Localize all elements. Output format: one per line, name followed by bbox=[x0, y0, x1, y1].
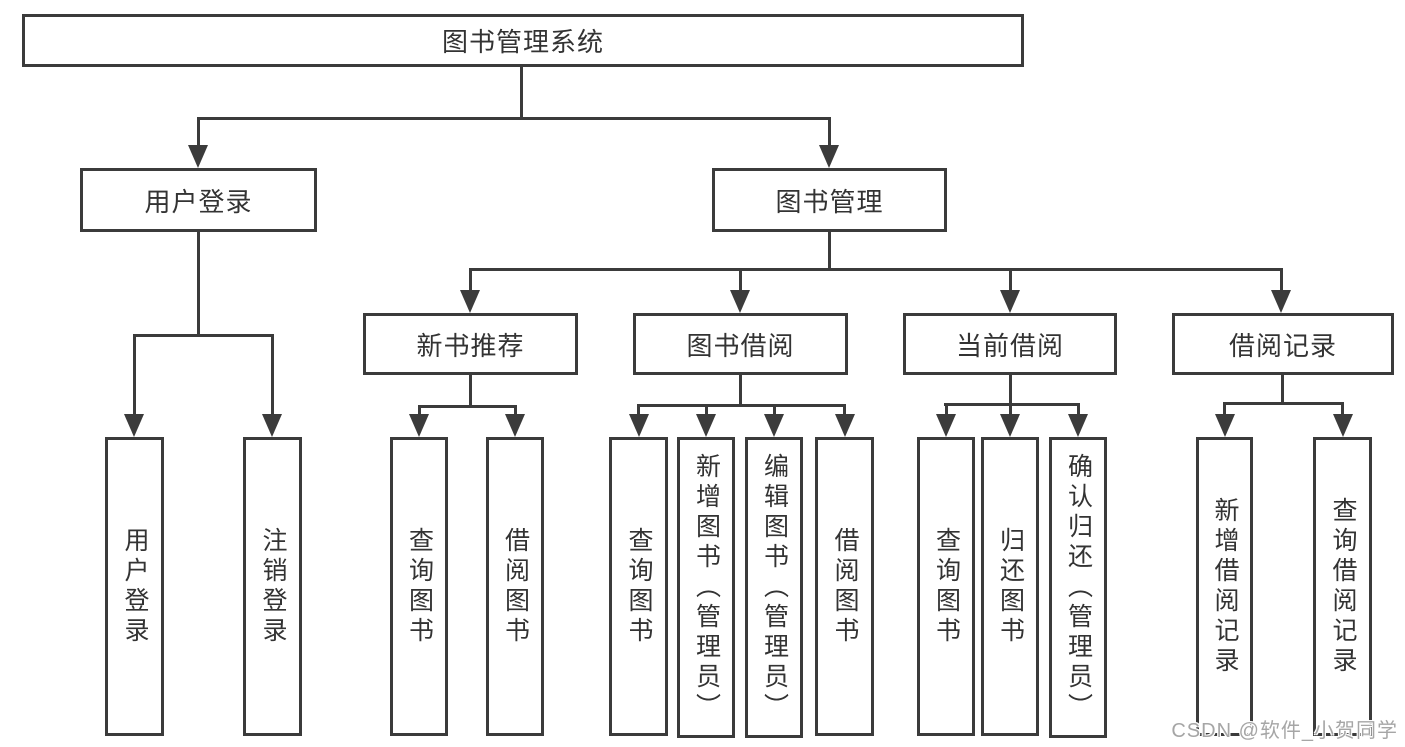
connector-records-vline-2 bbox=[1341, 402, 1344, 418]
connector-borrow-vline-3 bbox=[773, 404, 776, 418]
leaf-borrow-add-books-admin: 新增图书（管理员） bbox=[677, 437, 735, 738]
leaf-borrow-edit-books-admin: 编辑图书（管理员） bbox=[745, 437, 803, 738]
connector-records-stem bbox=[1281, 375, 1284, 404]
leaf-current-confirm-return-admin-label: 确认归还（管理员） bbox=[1064, 452, 1093, 723]
leaf-recommend-borrow-books: 借阅图书 bbox=[486, 437, 544, 736]
connector-level2-vline-1 bbox=[469, 268, 472, 293]
node-current-borrow-label: 当前借阅 bbox=[955, 330, 1064, 361]
leaf-records-add-borrow-record-label: 新增借阅记录 bbox=[1211, 496, 1239, 677]
connector-bookmgmt-stem bbox=[828, 232, 831, 271]
connector-borrow-vline-1 bbox=[637, 404, 640, 418]
node-borrow-records: 借阅记录 bbox=[1172, 313, 1394, 375]
arrowhead-current-query bbox=[936, 414, 956, 437]
leaf-borrow-borrow-books: 借阅图书 bbox=[815, 437, 874, 736]
leaf-current-return-books: 归还图书 bbox=[981, 437, 1039, 736]
node-user-login-label: 用户登录 bbox=[144, 186, 253, 217]
leaf-borrow-query-books: 查询图书 bbox=[609, 437, 668, 736]
connector-current-vline-1 bbox=[945, 403, 948, 418]
arrowhead-borrow-borrow bbox=[835, 414, 855, 437]
connector-recommend-hline bbox=[418, 405, 517, 408]
leaf-borrow-edit-books-admin-label: 编辑图书（管理员） bbox=[760, 452, 789, 723]
connector-level2-vline-4 bbox=[1280, 268, 1283, 293]
connector-current-vline-2 bbox=[1009, 403, 1012, 418]
leaf-user-login-label: 用户登录 bbox=[121, 526, 149, 647]
connector-login-vline-2 bbox=[271, 334, 274, 418]
leaf-user-login: 用户登录 bbox=[105, 437, 164, 736]
connector-recommend-vline-1 bbox=[418, 405, 421, 418]
connector-borrow-vline-2 bbox=[705, 404, 708, 418]
connector-current-stem bbox=[1009, 375, 1012, 405]
leaf-recommend-borrow-books-label: 借阅图书 bbox=[501, 526, 530, 647]
leaf-logout-label: 注销登录 bbox=[259, 526, 287, 647]
leaf-current-query-books-label: 查询图书 bbox=[932, 526, 961, 647]
connector-root-stem bbox=[520, 67, 523, 119]
node-book-management: 图书管理 bbox=[712, 168, 947, 232]
connector-level2-vline-3 bbox=[1009, 268, 1012, 293]
arrowhead-book-management bbox=[819, 145, 839, 168]
node-book-borrow-label: 图书借阅 bbox=[686, 330, 795, 361]
leaf-borrow-borrow-books-label: 借阅图书 bbox=[831, 526, 859, 647]
arrowhead-leaf-logout bbox=[262, 414, 282, 437]
arrowhead-leaf-user-login bbox=[124, 414, 144, 437]
leaf-current-query-books: 查询图书 bbox=[917, 437, 975, 736]
arrowhead-current-return bbox=[1000, 414, 1020, 437]
node-root-library-management-system: 图书管理系统 bbox=[22, 14, 1024, 67]
connector-level2-vline-2 bbox=[739, 268, 742, 293]
leaf-recommend-query-books-label: 查询图书 bbox=[405, 526, 434, 647]
connector-level2-hline bbox=[469, 268, 1282, 271]
connector-borrow-hline bbox=[637, 404, 846, 407]
connector-borrow-stem bbox=[739, 375, 742, 406]
arrowhead-recommend-query bbox=[409, 414, 429, 437]
connector-current-vline-3 bbox=[1077, 403, 1080, 418]
leaf-recommend-query-books: 查询图书 bbox=[390, 437, 448, 736]
node-borrow-records-label: 借阅记录 bbox=[1228, 330, 1337, 361]
connector-level1-vline-left bbox=[197, 117, 200, 150]
connector-recommend-stem bbox=[469, 375, 472, 408]
csdn-watermark: CSDN @软件_小贺同学 bbox=[1171, 720, 1398, 742]
node-new-book-recommend-label: 新书推荐 bbox=[416, 330, 525, 361]
connector-borrow-vline-4 bbox=[843, 404, 846, 418]
connector-level1-hline bbox=[197, 117, 831, 120]
connector-records-hline bbox=[1223, 402, 1344, 405]
node-current-borrow: 当前借阅 bbox=[903, 313, 1117, 375]
connector-recommend-vline-2 bbox=[514, 405, 517, 418]
node-book-borrow: 图书借阅 bbox=[633, 313, 848, 375]
arrowhead-new-book-recommend bbox=[460, 290, 480, 313]
arrowhead-records-query bbox=[1333, 414, 1353, 437]
leaf-current-return-books-label: 归还图书 bbox=[996, 526, 1025, 647]
arrowhead-recommend-borrow bbox=[505, 414, 525, 437]
leaf-logout: 注销登录 bbox=[243, 437, 302, 736]
arrowhead-current-borrow bbox=[1000, 290, 1020, 313]
arrowhead-records-add bbox=[1215, 414, 1235, 437]
arrowhead-borrow-edit bbox=[764, 414, 784, 437]
leaf-records-query-borrow-record: 查询借阅记录 bbox=[1313, 437, 1372, 736]
node-root-label: 图书管理系统 bbox=[441, 27, 604, 57]
leaf-borrow-add-books-admin-label: 新增图书（管理员） bbox=[692, 452, 721, 723]
connector-level1-vline-right bbox=[828, 117, 831, 150]
connector-records-vline-1 bbox=[1223, 402, 1226, 418]
node-new-book-recommend: 新书推荐 bbox=[363, 313, 578, 375]
leaf-current-confirm-return-admin: 确认归还（管理员） bbox=[1049, 437, 1107, 738]
arrowhead-borrow-records bbox=[1271, 290, 1291, 313]
arrowhead-current-confirm bbox=[1068, 414, 1088, 437]
connector-current-hline bbox=[944, 403, 1080, 406]
connector-login-hline bbox=[133, 334, 274, 337]
leaf-borrow-query-books-label: 查询图书 bbox=[625, 526, 653, 647]
connector-login-stem bbox=[197, 232, 200, 337]
node-book-management-label: 图书管理 bbox=[775, 186, 884, 217]
node-user-login: 用户登录 bbox=[80, 168, 317, 232]
leaf-records-query-borrow-record-label: 查询借阅记录 bbox=[1329, 496, 1357, 677]
arrowhead-borrow-add bbox=[696, 414, 716, 437]
arrowhead-user-login bbox=[188, 145, 208, 168]
connector-login-vline-1 bbox=[133, 334, 136, 418]
arrowhead-book-borrow bbox=[730, 290, 750, 313]
arrowhead-borrow-query bbox=[629, 414, 649, 437]
leaf-records-add-borrow-record: 新增借阅记录 bbox=[1196, 437, 1253, 736]
